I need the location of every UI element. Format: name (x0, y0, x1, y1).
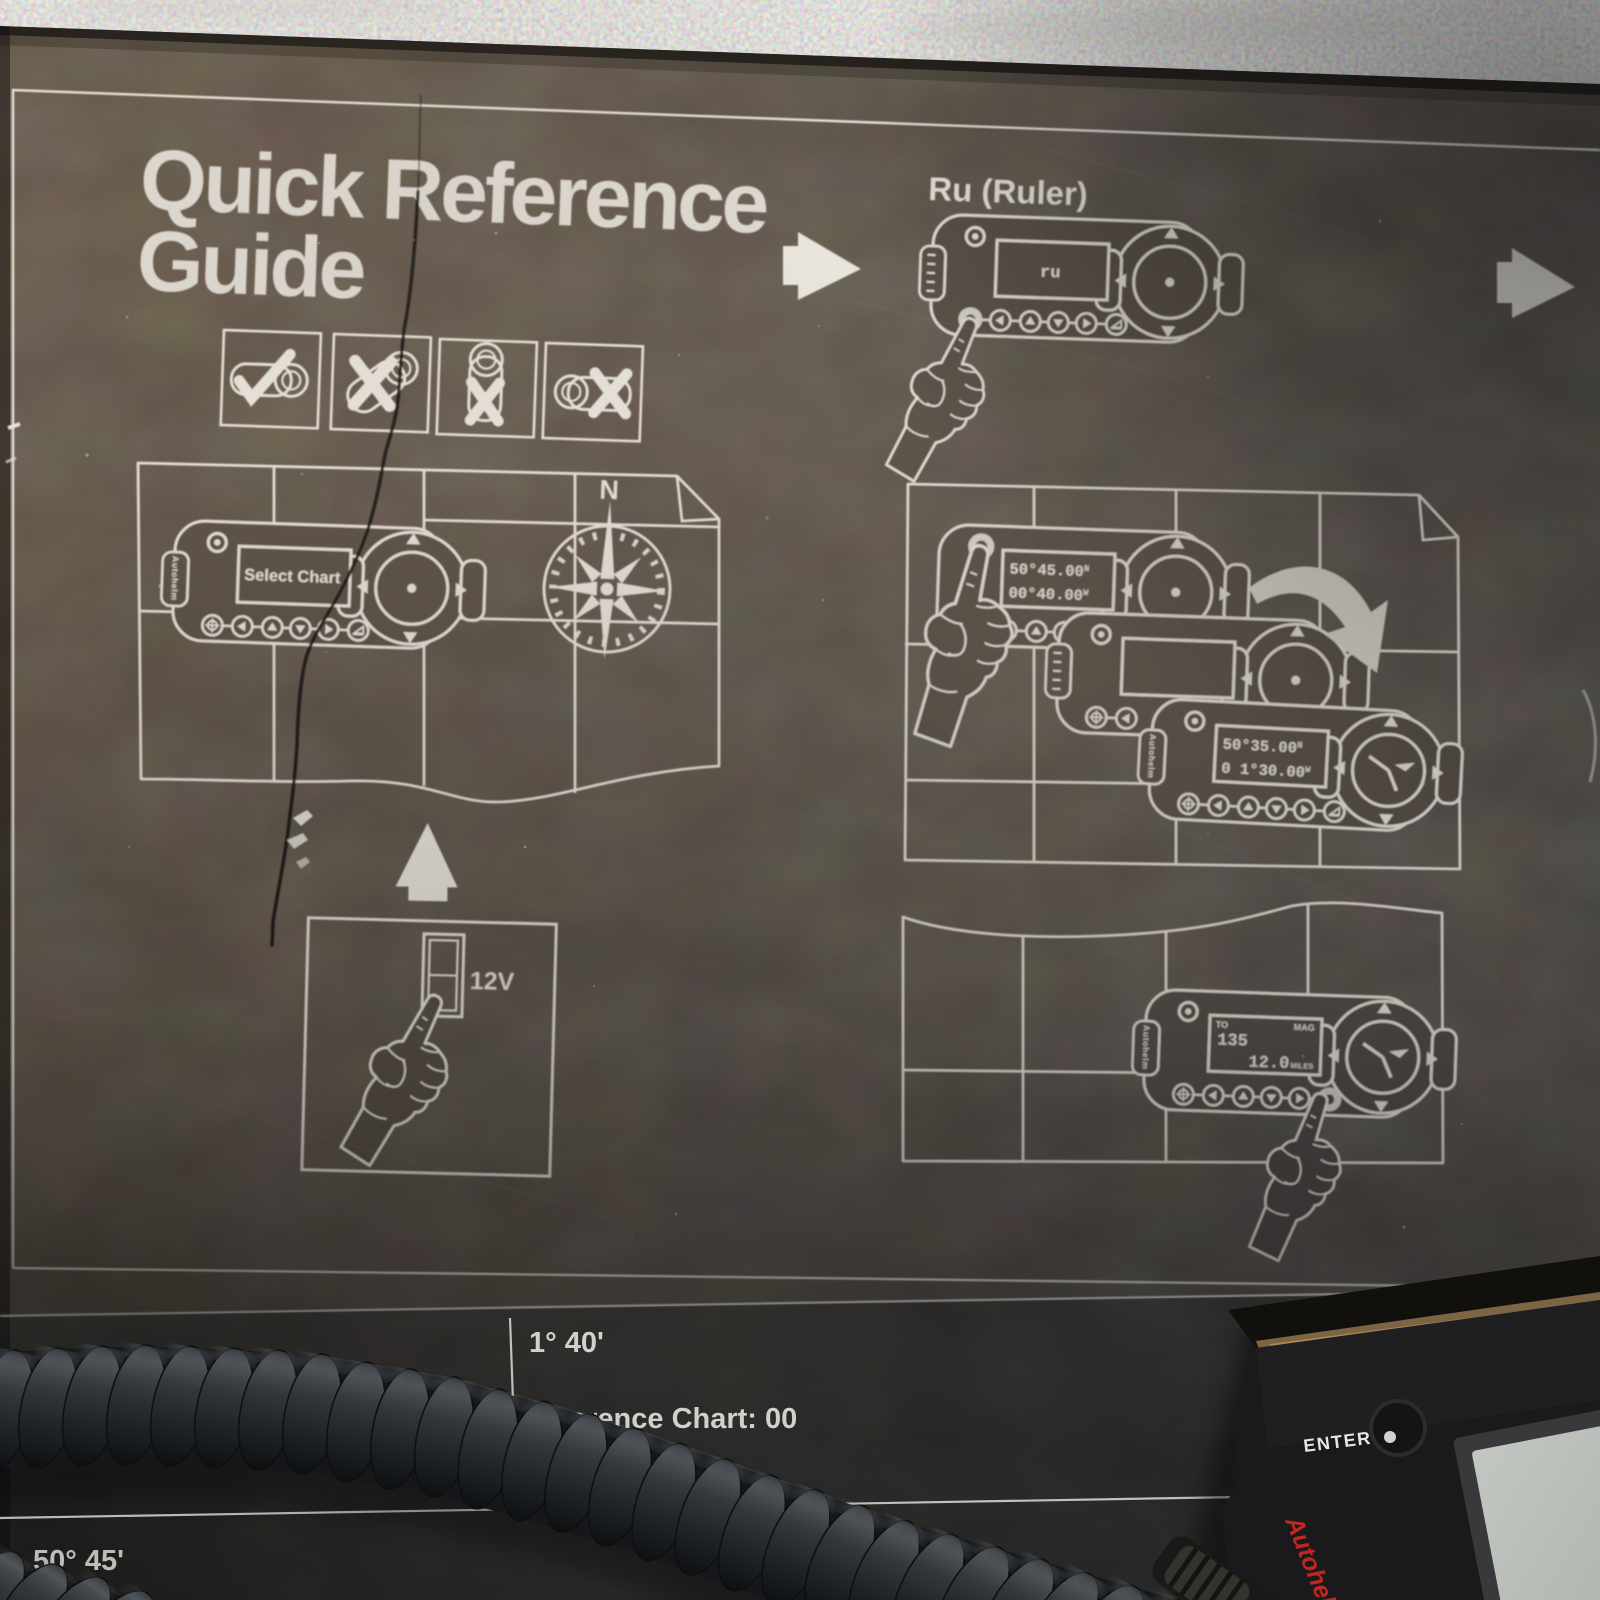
svg-text:1° 40': 1° 40' (529, 1327, 604, 1359)
